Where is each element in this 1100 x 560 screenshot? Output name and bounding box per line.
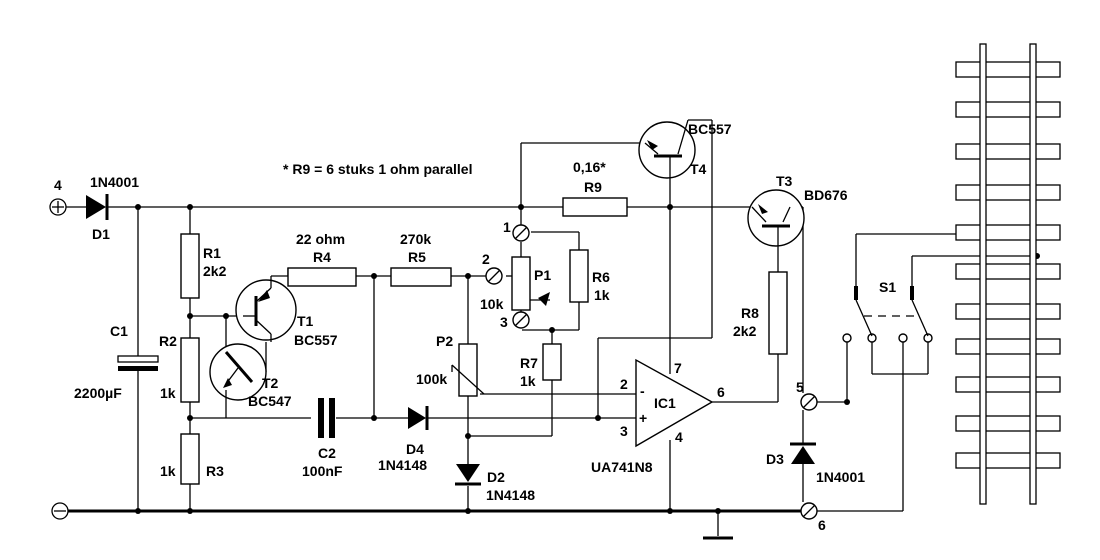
resistor-r8: R8 2k2 [733, 271, 788, 355]
potentiometer-p1: P1 10k [480, 256, 551, 312]
resistor-r3: 1k R3 [160, 433, 224, 485]
terminal-plus-number: 4 [54, 177, 62, 193]
svg-text:2k2: 2k2 [733, 323, 757, 339]
c2-label: C2 [318, 445, 336, 461]
d2-label: D2 [487, 469, 505, 485]
model-railway-track [955, 43, 1061, 505]
opamp-ic1: IC1 - + 2 3 7 4 6 UA741N8 [591, 358, 725, 475]
svg-text:2: 2 [482, 251, 490, 267]
svg-text:-: - [640, 383, 645, 399]
svg-text:1k: 1k [160, 385, 176, 401]
svg-text:R3: R3 [206, 463, 224, 479]
svg-text:10k: 10k [480, 296, 504, 312]
resistor-r5: 270k R5 [390, 231, 452, 287]
svg-text:R8: R8 [741, 305, 759, 321]
svg-text:2: 2 [620, 376, 628, 392]
transistor-t1: T1 BC557 [235, 276, 338, 348]
d1-value: 1N4001 [90, 174, 139, 190]
d4-label: D4 [406, 441, 424, 457]
svg-text:BC547: BC547 [248, 393, 292, 409]
transistor-t2: T2 BC547 [209, 343, 292, 418]
svg-text:P1: P1 [534, 267, 551, 283]
svg-text:T2: T2 [262, 375, 279, 391]
svg-text:UA741N8: UA741N8 [591, 459, 653, 475]
svg-text:R9: R9 [584, 179, 602, 195]
c1-value: 2200µF [74, 385, 122, 401]
svg-text:P2: P2 [436, 333, 453, 349]
terminal-plus[interactable]: 4 [49, 177, 67, 216]
svg-text:7: 7 [674, 360, 682, 376]
svg-text:1k: 1k [520, 373, 536, 389]
svg-text:5: 5 [796, 379, 804, 395]
svg-text:4: 4 [675, 429, 683, 445]
resistor-r1: R1 2k2 [180, 233, 227, 299]
svg-text:1k: 1k [594, 287, 610, 303]
svg-text:100k: 100k [416, 371, 447, 387]
c2-value: 100nF [302, 463, 343, 479]
d4-value: 1N4148 [378, 457, 427, 473]
diode-d4: D4 1N4148 [378, 406, 429, 473]
resistor-r9: 0,16* R9 [562, 159, 628, 217]
junction-dots [135, 204, 1040, 514]
resistor-r4: 22 ohm R4 [287, 231, 357, 287]
svg-text:BC557: BC557 [688, 121, 732, 137]
d1-label: D1 [92, 226, 110, 242]
svg-text:6: 6 [717, 384, 725, 400]
svg-text:0,16*: 0,16* [573, 159, 606, 175]
d3-value: 1N4001 [816, 469, 865, 485]
d3-label: D3 [766, 451, 784, 467]
terminal-5[interactable]: 5 [796, 379, 818, 411]
switch-s1[interactable]: S1 [842, 279, 933, 343]
svg-text:1k: 1k [160, 463, 176, 479]
svg-text:R2: R2 [159, 333, 177, 349]
svg-text:IC1: IC1 [654, 395, 676, 411]
terminal-1[interactable]: 1 [503, 219, 530, 242]
svg-text:R7: R7 [520, 355, 538, 371]
note-r9: * R9 = 6 stuks 1 ohm parallel [283, 161, 472, 177]
potentiometer-p2: P2 100k [416, 333, 485, 397]
svg-text:S1: S1 [879, 279, 896, 295]
svg-text:R1: R1 [203, 245, 221, 261]
diode-d3: D3 1N4001 [766, 442, 865, 485]
svg-text:+: + [639, 410, 647, 426]
svg-text:1: 1 [503, 219, 511, 235]
svg-text:R6: R6 [592, 269, 610, 285]
terminal-3[interactable]: 3 [500, 311, 530, 330]
terminal-6[interactable]: 6 [800, 502, 826, 533]
capacitor-c1: C1 2200µF [74, 323, 159, 401]
svg-text:BC557: BC557 [294, 332, 338, 348]
c1-label: C1 [110, 323, 128, 339]
resistor-r6: R6 1k [569, 249, 610, 303]
svg-text:T3: T3 [776, 173, 793, 189]
diode-d1: 1N4001 D1 [86, 174, 139, 242]
capacitor-c2: C2 100nF [302, 398, 343, 479]
svg-text:3: 3 [500, 314, 508, 330]
transistor-t3: T3 BD676 [747, 173, 848, 247]
resistor-r7: R7 1k [520, 343, 562, 389]
terminal-2[interactable]: 2 [482, 251, 503, 285]
terminal-minus[interactable] [51, 502, 69, 520]
svg-text:3: 3 [620, 423, 628, 439]
transistor-t4: BC557 T4 [638, 119, 732, 179]
svg-text:BD676: BD676 [804, 187, 848, 203]
svg-text:T4: T4 [690, 161, 707, 177]
svg-text:22 ohm: 22 ohm [296, 231, 345, 247]
svg-text:T1: T1 [297, 313, 314, 329]
svg-text:R5: R5 [408, 249, 426, 265]
svg-text:2k2: 2k2 [203, 263, 227, 279]
svg-text:6: 6 [818, 517, 826, 533]
svg-text:R4: R4 [313, 249, 331, 265]
svg-text:270k: 270k [400, 231, 431, 247]
diode-d2: D2 1N4148 [455, 464, 535, 503]
d2-value: 1N4148 [486, 487, 535, 503]
resistor-r2: R2 1k [159, 333, 200, 403]
